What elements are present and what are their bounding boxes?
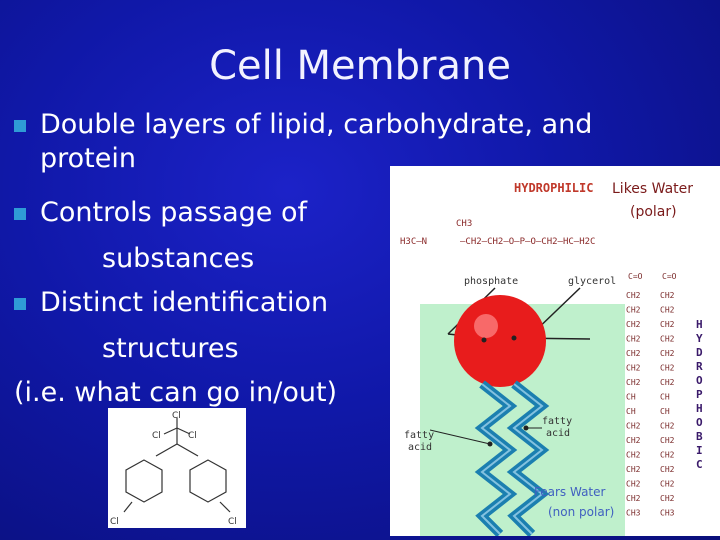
chain-unit: CH2	[660, 422, 675, 431]
chain-unit: CH2	[660, 349, 675, 358]
hydrophobic-letter: O	[696, 374, 703, 387]
chain-unit: CH	[660, 393, 670, 402]
chain-unit: CH	[660, 407, 670, 416]
chain-unit: CH3	[660, 509, 675, 518]
svg-text:C=O: C=O	[662, 272, 677, 281]
fatty-acid-left-label-2: acid	[408, 442, 432, 453]
phospholipid-diagram: HYDROPHILIC Likes Water (polar) CH3 H3C—…	[400, 181, 703, 536]
chain-unit: CH2	[660, 364, 675, 373]
chain-unit: CH2	[660, 480, 675, 489]
chain-unit: CH	[626, 407, 636, 416]
phosphate-head-icon	[454, 295, 546, 387]
glycerol-label: glycerol	[568, 276, 616, 287]
bullet-square-icon	[14, 208, 26, 220]
hydrophobic-letter: C	[696, 458, 703, 471]
chain-unit: CH2	[626, 494, 641, 503]
hydrophobic-letter: H	[696, 318, 703, 331]
chain-unit: CH2	[626, 422, 641, 431]
bullet-square-icon	[14, 120, 26, 132]
hydrophobic-letter: P	[696, 388, 703, 401]
chain-unit: CH2	[626, 335, 641, 344]
bullet-note: (i.e. what can go in/out)	[14, 377, 338, 408]
non-polar-label: (non polar)	[548, 505, 614, 519]
chain-unit: CH2	[626, 364, 641, 373]
bullet-item: Distinct identification	[14, 286, 328, 320]
chain-unit: CH	[626, 393, 636, 402]
polar-label: (polar)	[630, 204, 677, 220]
formula-ch3-top: CH3	[456, 219, 472, 229]
chain-unit: CH2	[660, 320, 675, 329]
hydrophobic-letter: O	[696, 416, 703, 429]
slide-title: Cell Membrane	[209, 43, 511, 89]
chain-unit: CH3	[626, 509, 641, 518]
hydrophobic-letter: I	[696, 444, 703, 457]
chain-unit: CH2	[660, 436, 675, 445]
molecule-structure-image: Cl Cl Cl Cl Cl	[108, 408, 246, 528]
chain-unit: CH2	[626, 291, 641, 300]
chain-unit: CH2	[660, 378, 675, 387]
formula-chain: —CH2—CH2—O—P—O—CH2—HC—H2C	[460, 237, 595, 247]
chain-unit: CH2	[660, 335, 675, 344]
bullet-continuation: structures	[102, 333, 239, 364]
chain-unit: CH2	[626, 349, 641, 358]
chain-unit: CH2	[660, 306, 675, 315]
fatty-acid-left-label-1: fatty	[404, 430, 434, 441]
hydrophilic-label: HYDROPHILIC	[514, 181, 593, 195]
chain-unit: CH2	[660, 494, 675, 503]
hydrophobic-letter: Y	[696, 332, 703, 345]
fatty-acid-mid-label-2: acid	[546, 428, 570, 439]
cl-label: Cl	[110, 517, 119, 527]
bullet-square-icon	[14, 298, 26, 310]
hydrophobic-letter: D	[696, 346, 703, 359]
chain-unit: CH2	[626, 436, 641, 445]
fears-water-label: Fears Water	[534, 485, 606, 499]
phospholipid-figure: HYDROPHILIC Likes Water (polar) CH3 H3C—…	[390, 166, 720, 536]
bullet-item: Controls passage of	[14, 196, 307, 230]
molecule-diagram: Cl Cl Cl Cl Cl	[110, 411, 237, 527]
likes-water-label: Likes Water	[612, 181, 693, 197]
bullet-item: Double layers of lipid, carbohydrate, an…	[14, 108, 592, 142]
chain-unit: CH2	[626, 306, 641, 315]
fatty-acid-mid-label-1: fatty	[542, 416, 572, 427]
chain-unit: CH2	[660, 465, 675, 474]
chain-unit: CH2	[660, 451, 675, 460]
chain-unit: CH2	[626, 451, 641, 460]
cl-label: Cl	[152, 431, 161, 441]
bullet-continuation: substances	[102, 243, 255, 274]
hydrophobic-letter: B	[696, 430, 703, 443]
bullet-continuation: protein	[40, 143, 136, 174]
phosphate-label: phosphate	[464, 276, 518, 287]
formula-h3c: H3C—N	[400, 237, 427, 247]
chain-unit: CH2	[626, 320, 641, 329]
chain-unit: CH2	[626, 465, 641, 474]
cl-label: Cl	[228, 517, 237, 527]
chain-unit: CH2	[660, 291, 675, 300]
cl-label: Cl	[172, 411, 181, 421]
cl-label: Cl	[188, 431, 197, 441]
chain-unit: CH2	[626, 378, 641, 387]
chain-unit: CH2	[626, 480, 641, 489]
svg-text:C=O: C=O	[628, 272, 643, 281]
hydrophobic-letter: H	[696, 402, 703, 415]
hydrophobic-letter: R	[696, 360, 703, 373]
